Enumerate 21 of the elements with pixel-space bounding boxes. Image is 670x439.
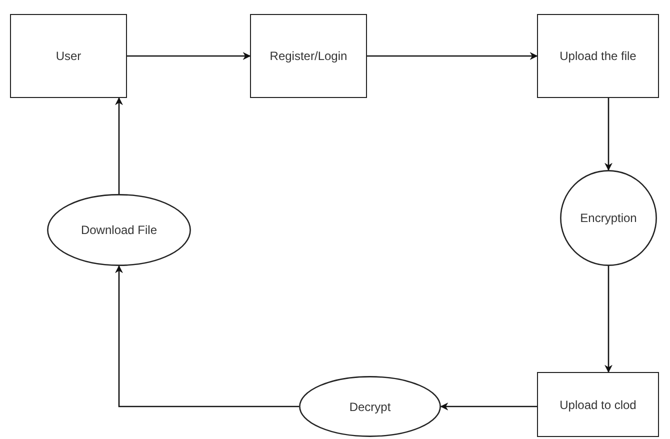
arrow bbox=[440, 402, 537, 410]
node-label: Upload to clod bbox=[560, 398, 636, 412]
node-label: Upload the file bbox=[560, 49, 636, 63]
arrow bbox=[604, 266, 612, 373]
arrow bbox=[367, 52, 538, 60]
process-box bbox=[250, 14, 367, 98]
node-label: Register/Login bbox=[270, 49, 348, 63]
node-label: Download File bbox=[80, 223, 158, 237]
arrow bbox=[604, 98, 612, 171]
node-label: Decrypt bbox=[349, 400, 391, 414]
process-ellipse bbox=[560, 170, 657, 266]
arrow bbox=[115, 97, 123, 194]
arrow bbox=[127, 52, 251, 60]
process-ellipse bbox=[299, 376, 441, 437]
node-label: User bbox=[56, 49, 82, 63]
process-ellipse bbox=[47, 194, 191, 266]
process-box bbox=[537, 372, 659, 437]
process-box bbox=[537, 14, 659, 98]
node-label: Encryption bbox=[580, 211, 637, 225]
process-box bbox=[10, 14, 127, 98]
arrow bbox=[115, 265, 299, 408]
